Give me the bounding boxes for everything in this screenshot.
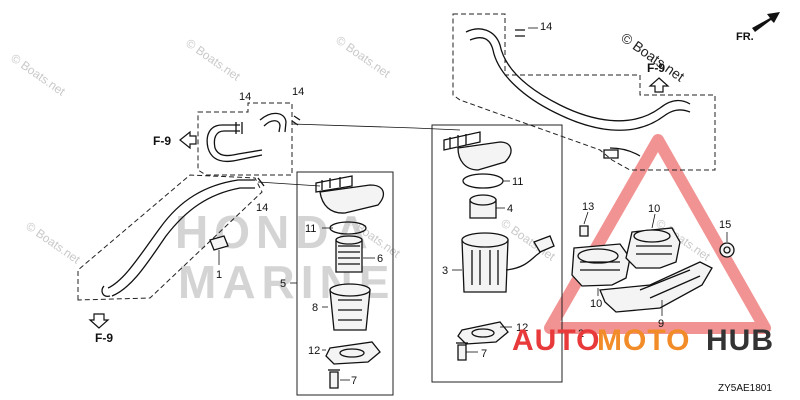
- brand-triangle: [544, 134, 771, 334]
- small-hose-loop: [197, 102, 301, 176]
- ref-f9-left: F-9: [153, 130, 197, 150]
- part-number-10: 10: [648, 203, 660, 215]
- part-number-6: 6: [377, 253, 383, 265]
- part-number-5: 5: [280, 278, 286, 290]
- boats-watermark: © Boats.net: [23, 219, 83, 267]
- part-number-7: 7: [481, 348, 487, 360]
- front-direction-indicator: FR.: [736, 12, 780, 43]
- part-number-14: 14: [256, 202, 268, 214]
- part-number-labels: 1 2 3 4 5 6 7 7 8 9 10 10 11 11 12 12 13…: [216, 21, 731, 387]
- part-number-4: 4: [507, 203, 513, 215]
- part-number-12: 12: [308, 345, 320, 357]
- left-filter-assembly: [290, 171, 394, 396]
- ref-label-f9: F-9: [95, 331, 113, 345]
- boats-watermark-main: © Boats.net: [618, 29, 687, 84]
- logo-part-moto: MOTO: [597, 324, 690, 357]
- part-number-10: 10: [590, 298, 602, 310]
- part-number-3: 3: [442, 265, 448, 277]
- logo-part-hub: HUB: [706, 324, 774, 357]
- automotohub-logo: AUTO MOTO HUB: [512, 324, 774, 357]
- part-number-7: 7: [351, 375, 357, 387]
- diagram-code: ZY5AE1801: [718, 383, 772, 394]
- front-label: FR.: [736, 31, 754, 43]
- boats-watermark: © Boats.net: [183, 36, 243, 84]
- part-number-11: 11: [512, 176, 523, 188]
- left-arrow-icon: [179, 130, 197, 150]
- part-number-2: 2: [578, 328, 584, 340]
- part-number-12: 12: [516, 322, 528, 334]
- upper-hose-section: [452, 13, 716, 171]
- ref-label-f9: F-9: [647, 61, 665, 75]
- part-number-15: 15: [719, 219, 731, 231]
- ref-f9-bottom: F-9: [88, 313, 113, 345]
- part-number-13: 13: [582, 201, 594, 213]
- part-number-14: 14: [292, 86, 304, 98]
- down-arrow-icon: [88, 313, 110, 329]
- center-filter-assembly: [431, 124, 563, 383]
- ref-label-f9: F-9: [153, 134, 171, 148]
- up-arrow-icon: [648, 77, 670, 93]
- leader-line: [291, 123, 461, 131]
- ref-f9-top: F-9: [647, 61, 670, 93]
- part-number-14: 14: [239, 91, 251, 103]
- boats-watermark: © Boats.net: [8, 51, 68, 99]
- part-number-14: 14: [540, 21, 552, 33]
- logo-part-auto: AUTO: [512, 324, 600, 357]
- part-number-9: 9: [658, 318, 664, 330]
- right-bracket-assembly: [571, 211, 735, 316]
- boats-watermark: © Boats.net: [333, 33, 393, 81]
- part-number-11: 11: [305, 223, 316, 235]
- part-number-8: 8: [312, 302, 318, 314]
- leader-line: [257, 181, 321, 187]
- front-arrow-icon: [752, 12, 780, 32]
- hose-clip-part-1: [209, 235, 229, 265]
- part-number-1: 1: [216, 269, 222, 281]
